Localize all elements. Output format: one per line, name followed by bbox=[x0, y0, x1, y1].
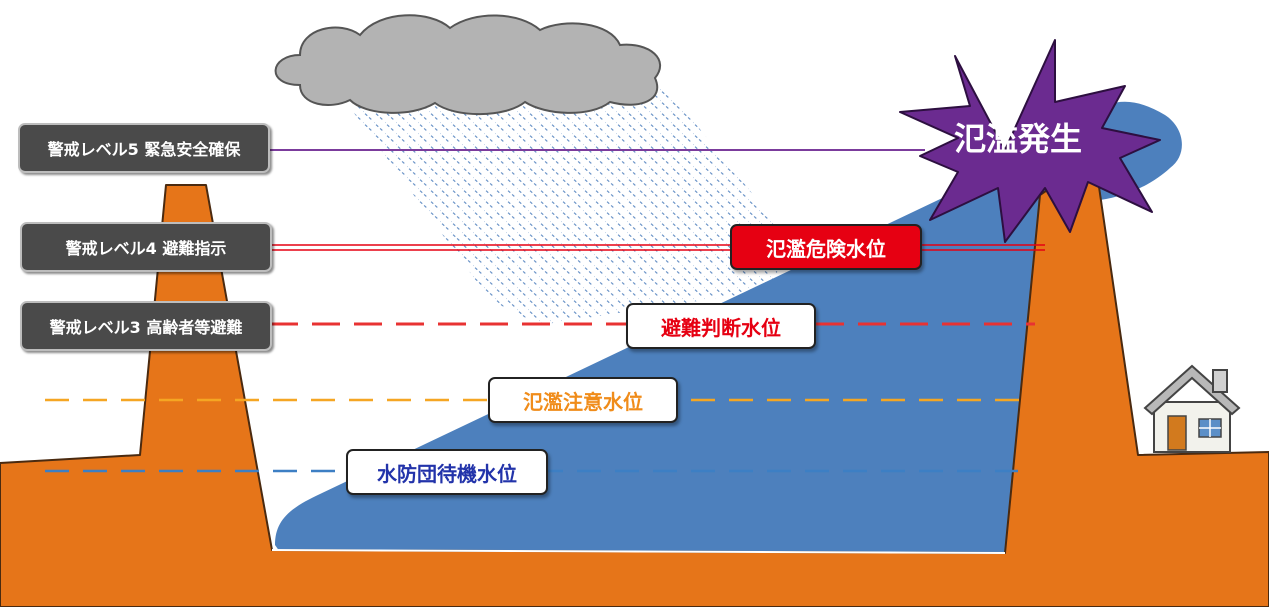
alert-level3-label: 警戒レベル3 高齢者等避難 bbox=[20, 301, 272, 351]
standby-level-label: 水防団待機水位 bbox=[346, 449, 548, 495]
alert-level5-label: 警戒レベル5 緊急安全確保 bbox=[18, 123, 270, 173]
caution-level-label: 氾濫注意水位 bbox=[488, 377, 678, 423]
flood-event-label: 氾濫発生 bbox=[954, 120, 1082, 158]
house-icon bbox=[1143, 364, 1241, 453]
flood-burst-shape bbox=[899, 39, 1161, 243]
cloud-icon bbox=[274, 14, 662, 116]
evacuation-level-label: 避難判断水位 bbox=[626, 303, 816, 349]
danger-level-label: 氾濫危険水位 bbox=[730, 224, 922, 270]
riverbed-line bbox=[271, 549, 1006, 554]
alert-level4-label: 警戒レベル4 避難指示 bbox=[20, 222, 272, 272]
